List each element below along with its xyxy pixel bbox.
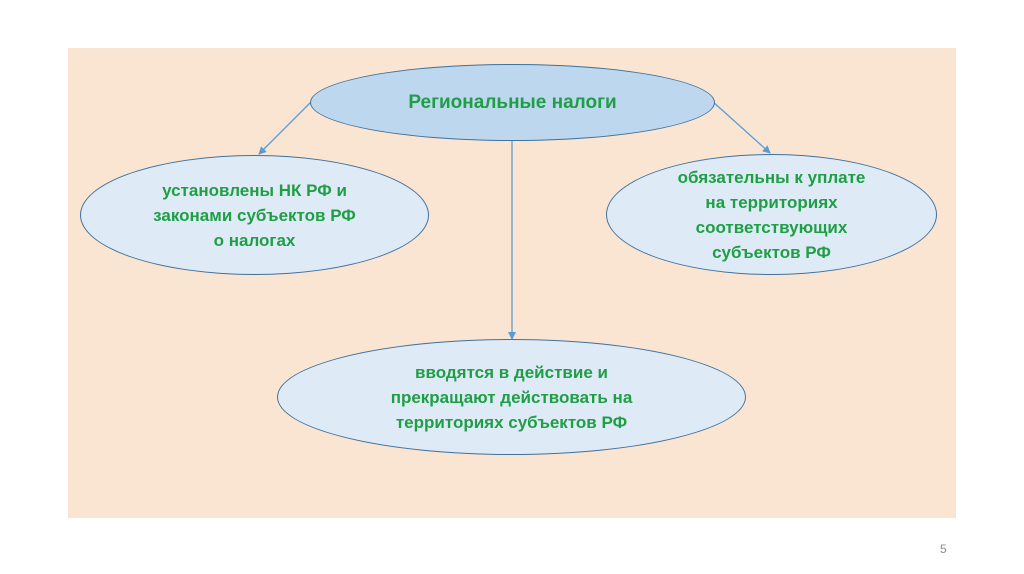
- child-node-left: установлены НК РФ и законами субъектов Р…: [80, 155, 429, 275]
- child-node-bottom-label: вводятся в действие и прекращают действо…: [390, 362, 633, 432]
- arrow-to-left-node: [258, 100, 313, 155]
- child-node-bottom: вводятся в действие и прекращают действо…: [277, 339, 746, 455]
- arrow-to-right-node: [711, 100, 771, 154]
- page-number: 5: [940, 542, 947, 556]
- child-node-right: обязательны к уплате на территориях соот…: [606, 154, 937, 275]
- child-node-right-label: обязательны к уплате на территориях соот…: [677, 167, 866, 262]
- root-node-label: Региональные налоги: [408, 91, 617, 113]
- root-node: Региональные налоги: [310, 64, 715, 141]
- child-node-left-label: установлены НК РФ и законами субъектов Р…: [153, 180, 356, 250]
